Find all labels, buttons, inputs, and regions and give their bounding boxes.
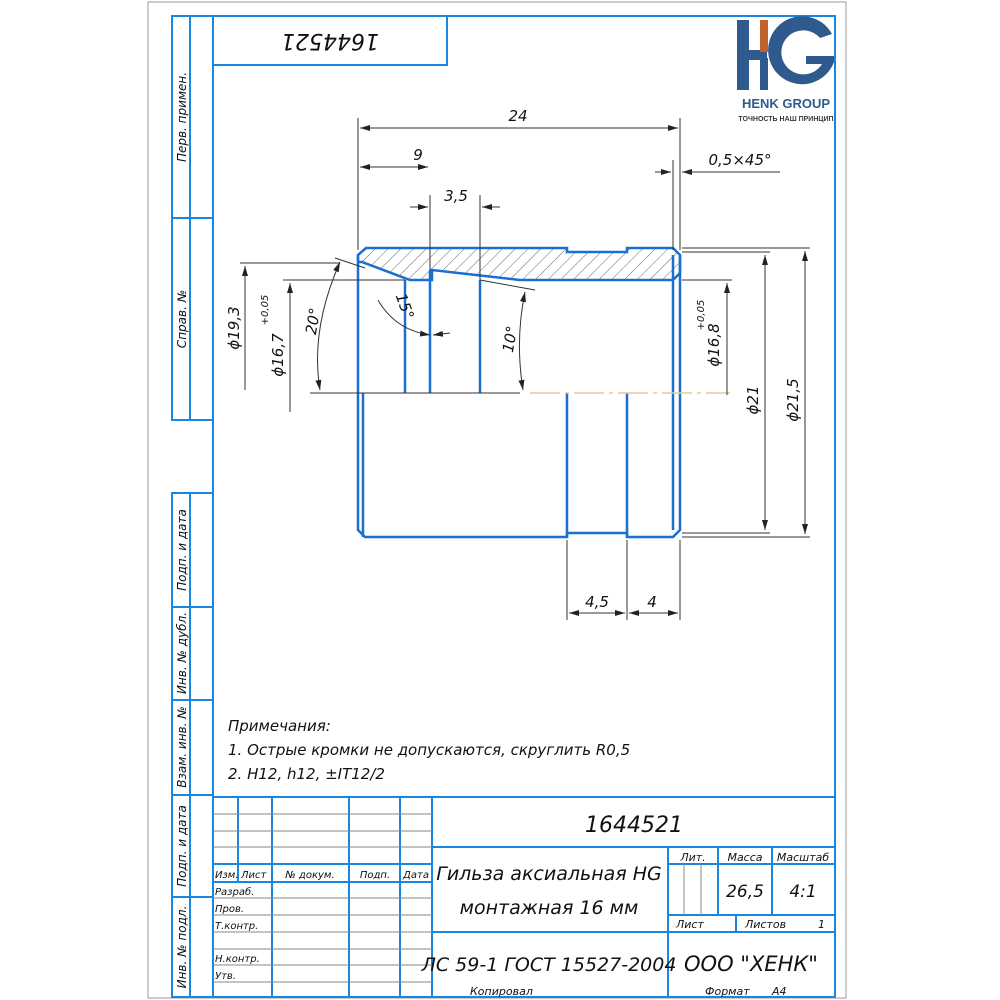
hdr-izm: Изм. — [215, 870, 239, 881]
logo-tagline: ТОЧНОСТЬ НАШ ПРИНЦИП — [738, 116, 833, 123]
dim-dia-16-7: ϕ16,7 — [269, 333, 287, 377]
company: ООО "ХЕНК" — [684, 952, 818, 976]
dim-dia-21-5: ϕ21,5 — [784, 378, 802, 421]
vzam-inv-label: Взам. инв. № — [175, 706, 189, 787]
role-nkontr: Н.контр. — [215, 954, 260, 965]
role-prov: Пров. — [215, 904, 244, 915]
part-name-line1: Гильза аксиальная HG — [436, 863, 662, 885]
format-value: А4 — [771, 985, 787, 998]
dim-tol-16-8: +0,05 — [696, 300, 707, 331]
title-block-thin-lines — [213, 813, 702, 983]
sheet-label: Лист — [675, 918, 704, 931]
inv-dubl-label: Инв. № дубл. — [175, 612, 189, 694]
dim-angle-15: 15° — [392, 291, 418, 322]
dim-dia-19-3: ϕ19,3 — [225, 306, 243, 349]
logo-name: HENK GROUP — [742, 96, 830, 111]
top-stamp-number: 1644521 — [281, 28, 379, 53]
note-1: 1. Острые кромки не допускаются, скругли… — [228, 741, 630, 759]
dim-3-5: 3,5 — [444, 187, 468, 205]
inv-podl-label: Инв. № подл. — [175, 906, 189, 989]
dim-9: 9 — [413, 146, 423, 164]
copied-label: Копировал — [470, 985, 533, 998]
podp-data-label-2: Подп. и дата — [175, 805, 189, 887]
note-2: 2. H12, h12, ±IT12/2 — [228, 765, 385, 783]
lit-label: Лит. — [679, 851, 705, 864]
dim-dia-16-8: ϕ16,8 — [705, 323, 723, 366]
dim-chamfer: 0,5×45° — [708, 151, 771, 169]
scale-label: Масштаб — [777, 851, 829, 864]
sheets-value: 1 — [818, 918, 825, 931]
scale-value: 4:1 — [789, 882, 816, 902]
dim-angle-20: 20° — [302, 306, 324, 335]
sheets-label: Листов — [744, 918, 786, 931]
dimension-lines — [240, 118, 810, 620]
henk-group-logo: HENK GROUP ТОЧНОСТЬ НАШ ПРИНЦИП — [737, 16, 834, 123]
part-name-line2: монтажная 16 мм — [460, 897, 639, 919]
material: ЛС 59-1 ГОСТ 15527-2004 — [421, 954, 677, 976]
mass-label: Масса — [727, 851, 762, 864]
hdr-data: Дата — [402, 870, 429, 881]
sprav-no-label: Справ. № — [175, 290, 189, 348]
title-block — [213, 796, 835, 997]
drawing-frame — [171, 15, 836, 998]
dim-dia-21: ϕ21 — [744, 386, 762, 415]
part-section — [310, 246, 730, 539]
notes-title: Примечания: — [228, 717, 331, 735]
podp-data-label: Подп. и дата — [175, 509, 189, 591]
dim-4-5: 4,5 — [585, 593, 609, 611]
doc-number: 1644521 — [585, 813, 683, 838]
hdr-doc-no: № докум. — [284, 870, 334, 881]
role-tkontr: Т.контр. — [215, 921, 258, 932]
dim-24: 24 — [508, 107, 527, 125]
hdr-podp: Подп. — [360, 870, 390, 881]
hdr-list: Лист — [240, 870, 268, 881]
dim-angle-10: 10° — [499, 324, 521, 353]
dim-4: 4 — [647, 593, 657, 611]
role-razrab: Разраб. — [215, 886, 254, 898]
format-label: Формат — [705, 985, 750, 998]
role-utv: Утв. — [215, 971, 236, 982]
mass-value: 26,5 — [726, 882, 764, 902]
perv-primen-label: Перв. примен. — [175, 72, 189, 162]
dim-tol-16-7: +0,05 — [260, 295, 271, 326]
